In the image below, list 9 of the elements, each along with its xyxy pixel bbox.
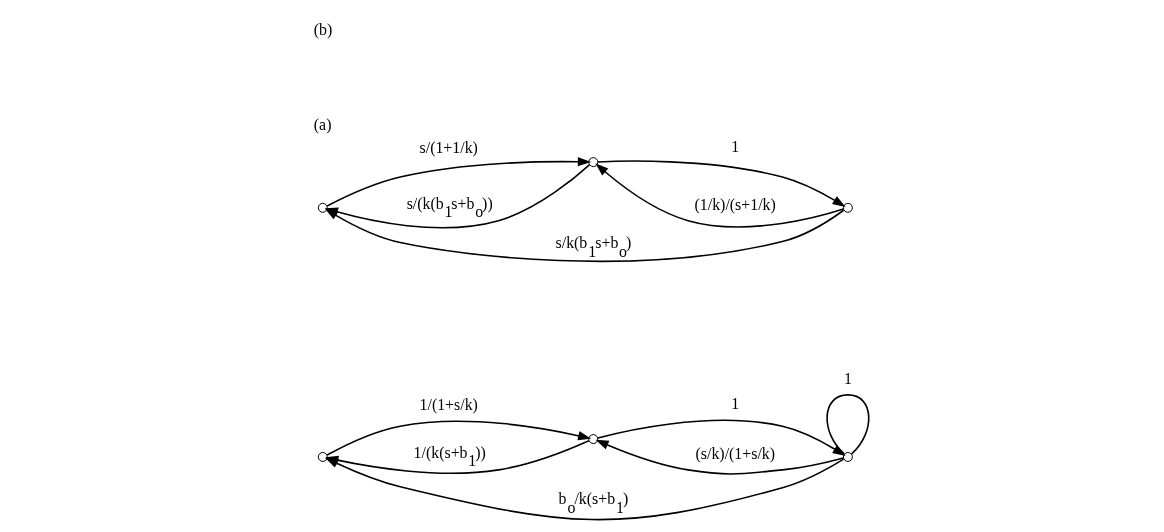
edge-label: 1 [730, 138, 739, 155]
edge-label: (s/k)/(1+s/k) [695, 444, 775, 462]
label: (a) [313, 116, 331, 134]
edge-label: s/(1+1/k) [419, 139, 478, 156]
label: (b) [313, 20, 332, 38]
edge-label: 1/(1+s/k) [419, 396, 478, 414]
edge-label: (1/k)/(s+1/k) [694, 195, 776, 213]
edge-label: 1 [843, 369, 852, 387]
edge-label: 1 [730, 395, 739, 413]
